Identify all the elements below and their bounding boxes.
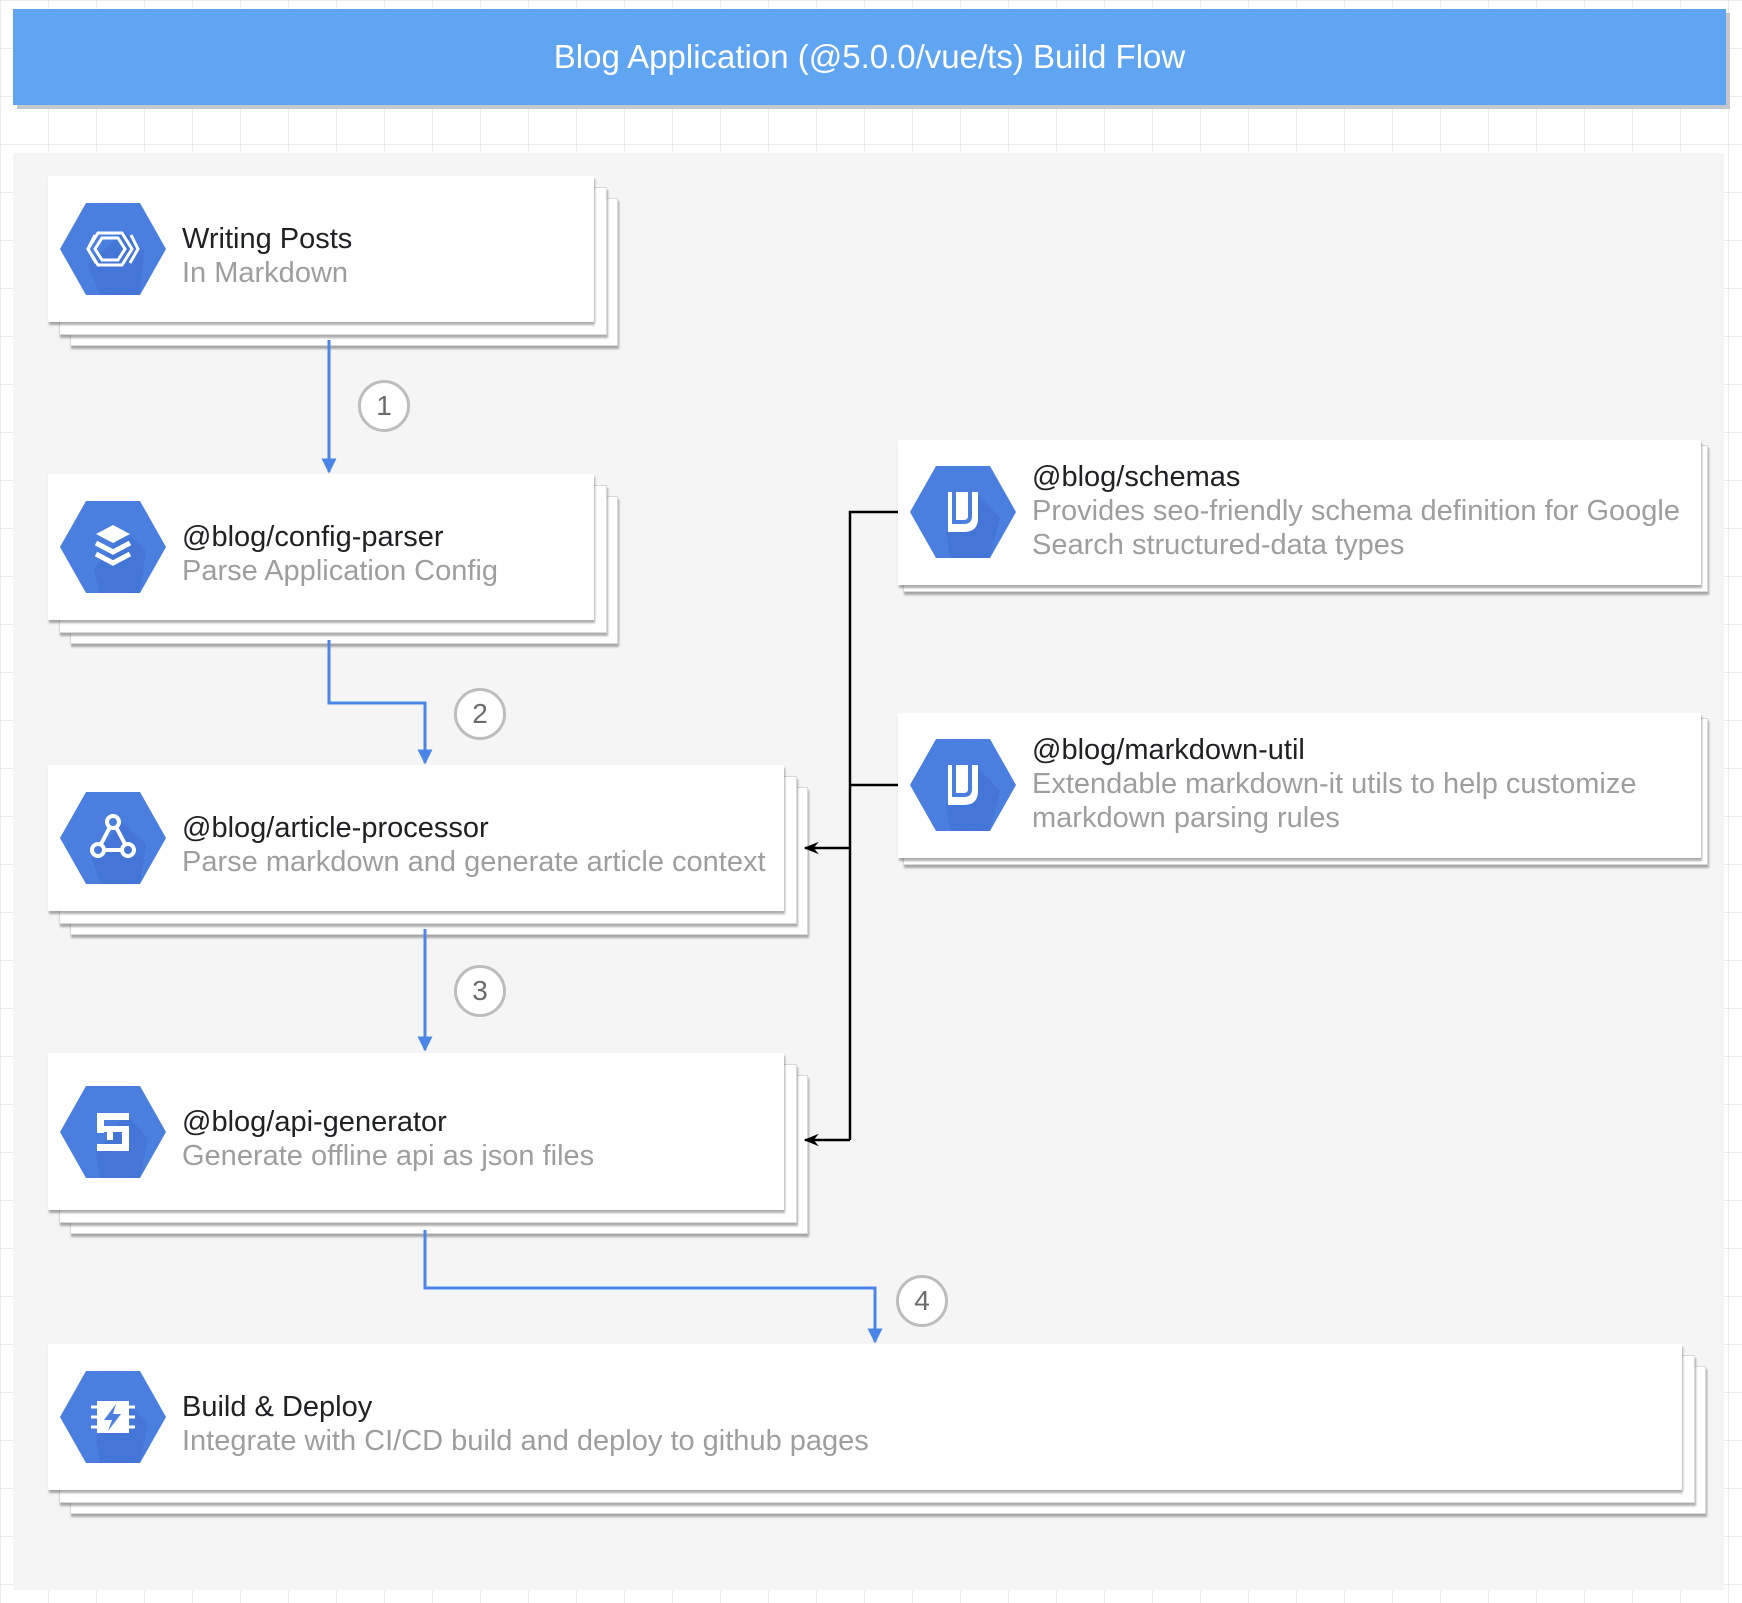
datastore-icon <box>910 739 1016 831</box>
node-subtitle: Integrate with CI/CD build and deploy to… <box>182 1425 869 1457</box>
node-schemas[interactable]: @blog/schemas Provides seo-friendly sche… <box>898 440 1708 592</box>
stack-icon <box>60 501 166 593</box>
node-api-generator[interactable]: @blog/api-generator Generate offline api… <box>48 1053 808 1234</box>
node-title: @blog/markdown-util <box>1032 734 1305 766</box>
node-build-deploy[interactable]: Build & Deploy Integrate with CI/CD buil… <box>48 1344 1706 1514</box>
datastore-icon <box>910 466 1016 558</box>
diagram-title: Blog Application (@5.0.0/vue/ts) Build F… <box>553 38 1186 75</box>
node-title: @blog/api-generator <box>182 1106 447 1138</box>
api-blocks-icon <box>60 1086 166 1178</box>
node-subtitle: Extendable markdown-it utils to help cus… <box>1032 768 1637 834</box>
node-config-parser[interactable]: @blog/config-parser Parse Application Co… <box>48 474 618 644</box>
node-subtitle: Provides seo-friendly schema definition … <box>1032 495 1680 561</box>
node-title: @blog/config-parser <box>182 521 444 553</box>
title-bar: Blog Application (@5.0.0/vue/ts) Build F… <box>13 9 1726 105</box>
node-subtitle: Parse Application Config <box>182 555 498 587</box>
step-badge-4: 4 <box>896 1275 948 1327</box>
chip-bolt-icon <box>60 1371 166 1463</box>
layers-spiral-icon <box>60 203 166 295</box>
node-markdown-util[interactable]: @blog/markdown-util Extendable markdown-… <box>898 713 1708 865</box>
network-graph-icon <box>60 792 166 884</box>
node-title: Writing Posts <box>182 223 353 255</box>
step-badge-1: 1 <box>358 380 410 432</box>
node-title: @blog/article-processor <box>182 812 489 844</box>
step-badge-3: 3 <box>454 965 506 1017</box>
node-subtitle: Parse markdown and generate article cont… <box>182 846 766 878</box>
node-subtitle: In Markdown <box>182 257 349 289</box>
step-badge-2: 2 <box>454 688 506 740</box>
node-title: Build & Deploy <box>182 1391 373 1423</box>
node-writing-posts[interactable]: Writing Posts In Markdown <box>48 176 618 346</box>
node-article-processor[interactable]: @blog/article-processor Parse markdown a… <box>48 765 808 935</box>
node-title: @blog/schemas <box>1032 461 1241 493</box>
node-subtitle: Generate offline api as json files <box>182 1140 595 1172</box>
